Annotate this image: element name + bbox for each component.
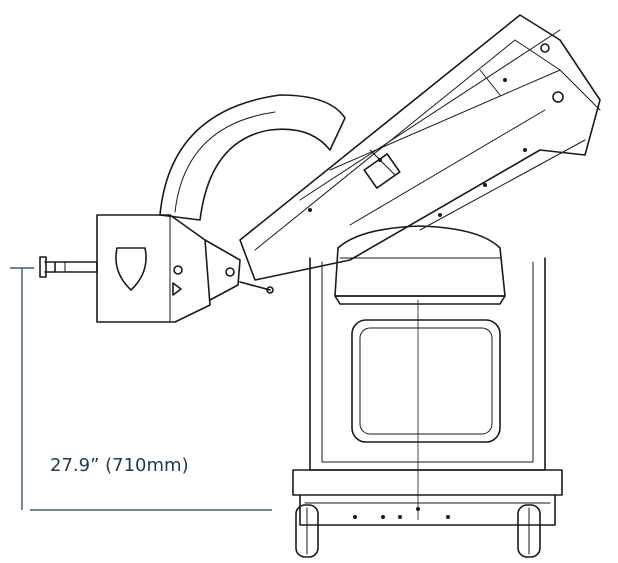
turret-dome xyxy=(334,225,506,305)
upper-arc-arm xyxy=(159,94,346,221)
cart-base xyxy=(292,257,563,526)
head-housing xyxy=(96,214,274,323)
main-arm xyxy=(239,14,601,281)
wheel-right xyxy=(517,504,541,558)
dimension-label: 27.9” (710mm) xyxy=(50,455,189,476)
tool-tip xyxy=(39,256,98,278)
wheel-left xyxy=(295,504,319,558)
dimension-lines xyxy=(10,267,419,520)
